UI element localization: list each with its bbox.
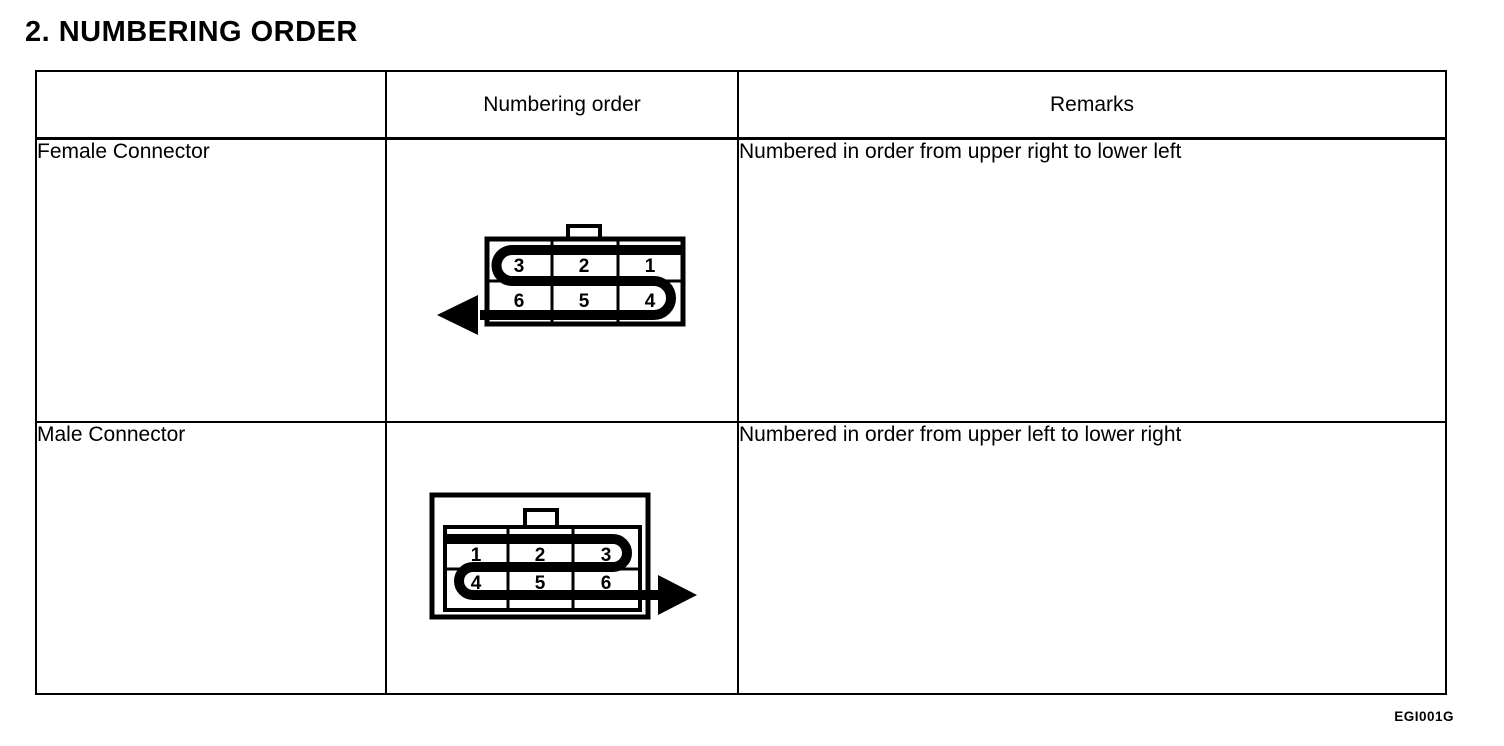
pin-number: 3 — [601, 545, 612, 566]
table-row-female-connector: Female Connector 3 2 1 — [35, 137, 1447, 423]
header-cell-numbering-order: Numbering order — [385, 70, 739, 140]
row-label-male: Male Connector — [35, 421, 387, 695]
serpentine-arrow-path — [480, 245, 683, 320]
pin-number: 6 — [601, 573, 612, 594]
pin-number: 4 — [645, 291, 656, 312]
row-label-female: Female Connector — [35, 137, 387, 423]
diagram-cell-male: 1 2 3 4 5 6 — [385, 421, 739, 695]
header-cell-empty — [35, 70, 387, 140]
pin-number: 5 — [535, 573, 546, 594]
header-cell-remarks: Remarks — [737, 70, 1447, 140]
figure-code: EGI001G — [1394, 709, 1454, 724]
section-title: 2. NUMBERING ORDER — [25, 16, 358, 48]
remark-female: Numbered in order from upper right to lo… — [737, 137, 1447, 423]
table-row-male-connector: Male Connector 1 — [35, 421, 1447, 695]
pin-number: 3 — [514, 256, 525, 277]
left-arrowhead-icon — [437, 295, 478, 335]
serpentine-arrow-path — [445, 534, 661, 600]
pin-number: 1 — [645, 256, 656, 277]
male-connector-diagram: 1 2 3 4 5 6 — [429, 492, 697, 620]
pin-number: 2 — [535, 545, 546, 566]
female-connector-diagram: 3 2 1 6 5 4 — [437, 224, 686, 335]
numbering-order-table: Numbering order Remarks Female Connector — [35, 70, 1447, 695]
pin-number: 5 — [579, 291, 590, 312]
pin-number: 1 — [471, 545, 482, 566]
pin-number: 6 — [514, 291, 525, 312]
right-arrowhead-icon — [658, 575, 697, 615]
pin-number: 4 — [471, 573, 482, 594]
connector-tab — [523, 508, 559, 529]
pin-number: 2 — [579, 256, 590, 277]
remark-male: Numbered in order from upper left to low… — [737, 421, 1447, 695]
diagram-cell-female: 3 2 1 6 5 4 — [385, 137, 739, 423]
table-header-row: Numbering order Remarks — [35, 70, 1447, 140]
